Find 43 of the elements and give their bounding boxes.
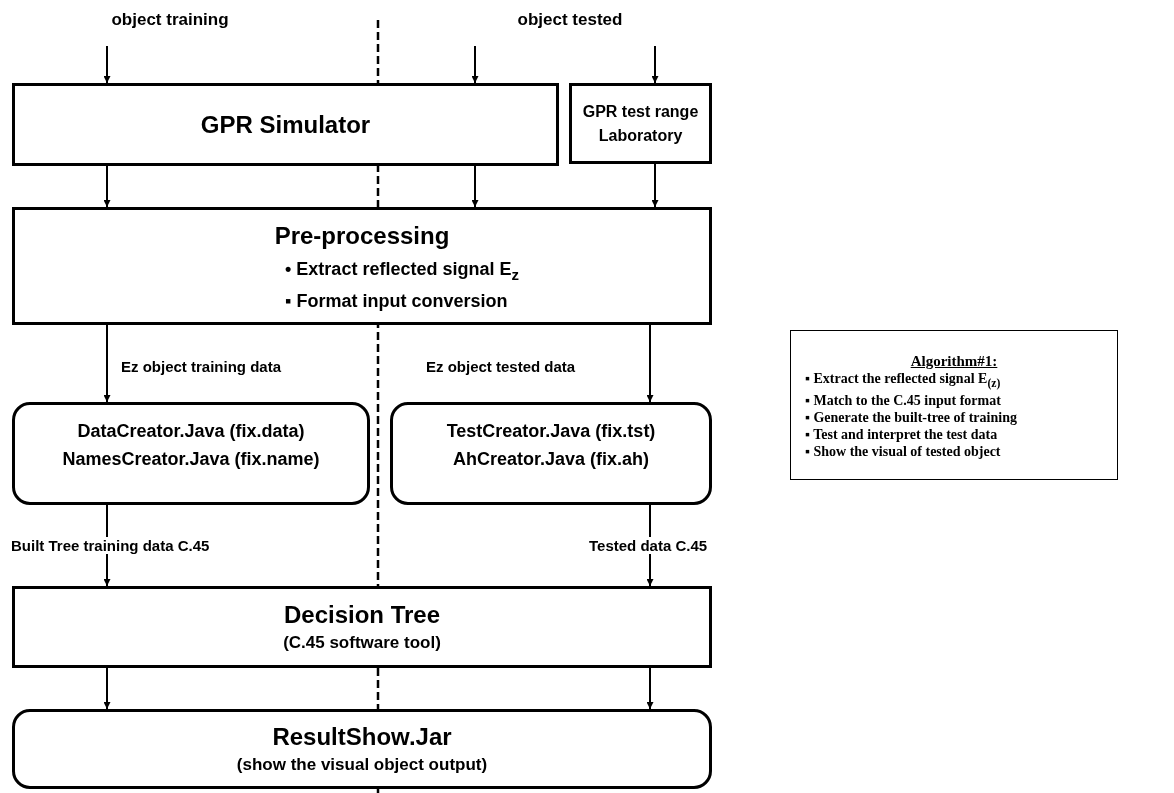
process-box bbox=[12, 207, 712, 325]
arrow bbox=[103, 45, 111, 84]
box-subtitle: (C.45 software tool) bbox=[283, 633, 441, 653]
box-title: Pre-processing bbox=[274, 222, 450, 250]
edge-label: Built Tree training data C.45 bbox=[10, 537, 211, 554]
edge-label: Ez object training data bbox=[120, 358, 283, 375]
box-title: ResultShow.Jar bbox=[272, 723, 452, 751]
algorithm-step: ▪ Show the visual of tested object bbox=[805, 442, 1017, 460]
edge-label: Ez object tested data bbox=[425, 358, 577, 375]
arrow bbox=[103, 324, 111, 403]
input-label: object tested bbox=[517, 10, 623, 30]
algorithm-step: ▪ Extract the reflected signal E$_{(z)}$ bbox=[805, 370, 1017, 392]
algorithm-step: ▪ Match to the C.45 input format bbox=[805, 391, 1017, 409]
arrow bbox=[103, 165, 111, 208]
rounded-process-box bbox=[12, 709, 712, 789]
process-box bbox=[12, 586, 712, 668]
arrow bbox=[651, 163, 659, 208]
arrow bbox=[471, 45, 479, 84]
rounded-process-box bbox=[390, 402, 712, 505]
file-name: TestCreator.Java (fix.tst) bbox=[446, 420, 656, 443]
algorithm-step: ▪ Test and interpret the test data bbox=[805, 425, 1017, 443]
box-title: GPR test range Laboratory bbox=[581, 101, 700, 146]
bullet-item: ▪ Format input conversion bbox=[285, 289, 509, 313]
bullet-item: • Extract reflected signal E$_{z}$ bbox=[285, 258, 519, 285]
process-box bbox=[12, 83, 559, 166]
algorithm-step: ▪ Generate the built-tree of training bbox=[805, 408, 1017, 426]
rounded-process-box bbox=[12, 402, 370, 505]
process-box bbox=[569, 83, 712, 164]
edge-label: Tested data C.45 bbox=[588, 537, 709, 554]
arrow bbox=[646, 667, 654, 710]
input-label: object training bbox=[111, 10, 229, 30]
file-name: NamesCreator.Java (fix.name) bbox=[62, 448, 320, 471]
box-title: GPR Simulator bbox=[200, 110, 371, 139]
algorithm-box bbox=[790, 330, 1118, 480]
arrow bbox=[646, 324, 654, 403]
file-name: AhCreator.Java (fix.ah) bbox=[452, 448, 650, 471]
arrow bbox=[103, 667, 111, 710]
arrow bbox=[651, 45, 659, 84]
algorithm-heading: Algorithm#1: bbox=[910, 353, 998, 370]
box-title: Decision Tree bbox=[283, 601, 441, 629]
box-subtitle: (show the visual object output) bbox=[236, 755, 488, 775]
file-name: DataCreator.Java (fix.data) bbox=[77, 420, 305, 443]
arrow bbox=[471, 165, 479, 208]
